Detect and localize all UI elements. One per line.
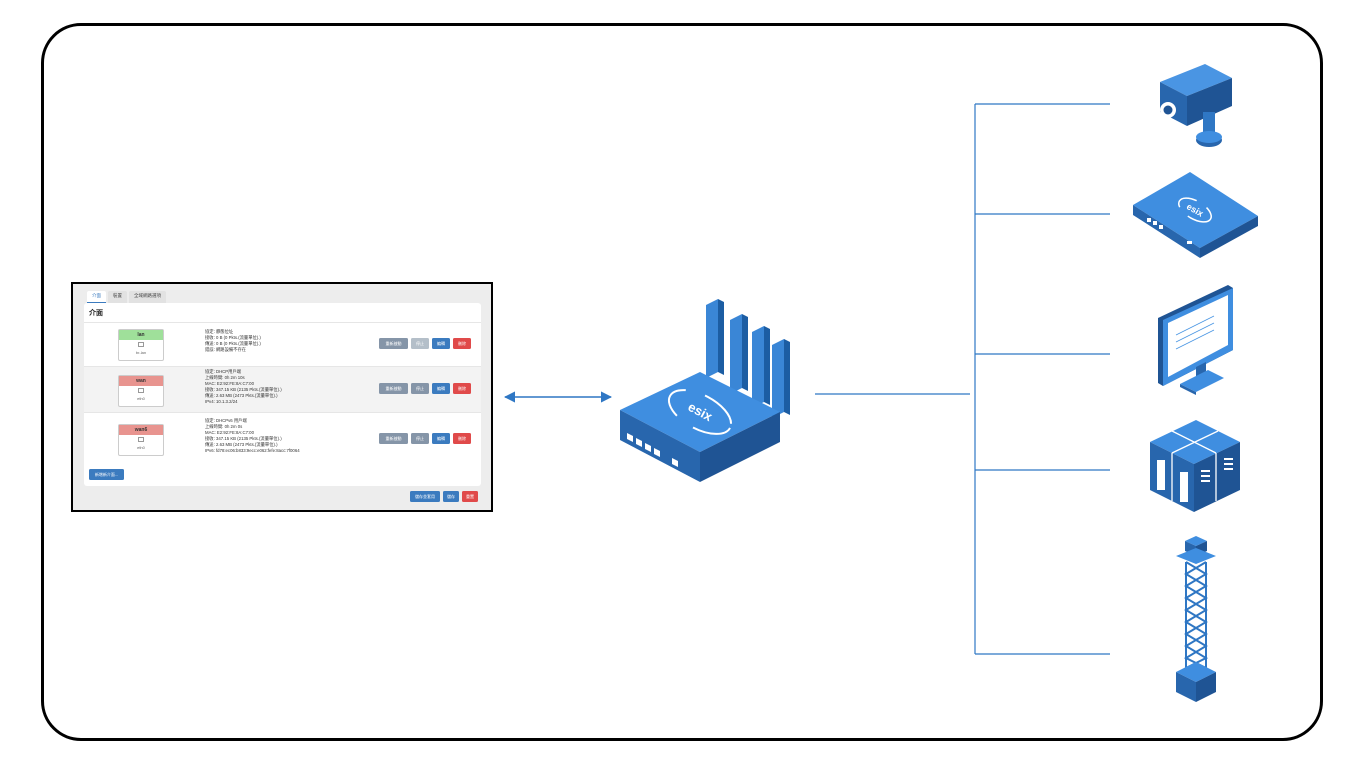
interface-row-lan: lan br-lan 協定: 靜態位址 接收: 0 B (0 Pkts.(流量單… [84,322,481,367]
interface-name: wan [119,376,163,386]
info-line: 上線時間: 0h 2m 10s [205,375,245,380]
interface-badge-lan: lan br-lan [118,329,164,361]
info-line: 傳送: 2.63 MB (2473 Pkts.(流量單位).) [205,442,278,447]
stop-button[interactable]: 停止 [411,433,429,444]
tower-icon [1176,536,1216,702]
interface-row-wan: wan eth0 協定: DHCP用戶端 上線時間: 0h 2m 10s MAC… [84,366,481,413]
info-line: 接收: 347.15 KB (2135 Pkts.(流量單位).) [205,436,282,441]
info-line: 接收: 0 B (0 Pkts.(流量單位).) [205,335,261,340]
delete-button[interactable]: 刪除 [453,338,471,349]
interface-device: eth0 [137,396,145,401]
delete-button[interactable]: 刪除 [453,383,471,394]
info-line: 協定: DHCPv6 用戶端 [205,418,247,423]
info-line: 上線時間: 0h 2m 0s [205,424,243,429]
interface-info: 協定: DHCPv6 用戶端 上線時間: 0h 2m 0s MAC: E2:92… [205,418,300,454]
network-icon [138,342,144,347]
info-line: 協定: DHCP用戶端 [205,369,242,374]
router-ui-screenshot: 介面 裝置 全域網路選項 介面 lan br-lan 協定: 靜態位址 接收: … [71,282,493,512]
section-title: 介面 [89,310,103,317]
info-line: 接收: 347.15 KB (2135 Pkts.(流量單位).) [205,387,282,392]
edit-button[interactable]: 編輯 [432,433,450,444]
set-top-box-icon: esix [1133,172,1258,258]
stop-button[interactable]: 停止 [411,338,429,349]
network-icon [138,388,144,393]
interface-badge-wan6: wan6 eth0 [118,424,164,456]
tab-interfaces[interactable]: 介面 [87,291,106,303]
interface-device: br-lan [135,350,147,355]
network-icon [138,437,144,442]
info-line: IPv4: 10.1.3.2/24 [205,399,238,404]
restart-button[interactable]: 重新啟動 [379,383,408,394]
tab-devices[interactable]: 裝置 [108,291,127,303]
info-line: IPv6: fd78:ec06:b833:9ecc:e062:fefe:8acc… [205,448,300,453]
restart-button[interactable]: 重新啟動 [379,338,408,349]
interface-row-wan6: wan6 eth0 協定: DHCPv6 用戶端 上線時間: 0h 2m 0s … [84,412,481,463]
edit-button[interactable]: 編輯 [432,383,450,394]
stop-button[interactable]: 停止 [411,383,429,394]
tab-global-options[interactable]: 全域網路選項 [129,291,166,303]
info-line: 傳送: 0 B (0 Pkts.(流量單位).) [205,341,261,346]
antenna-icon [706,299,790,418]
interface-tabs: 介面 裝置 全域網路選項 [87,291,166,303]
server-icon [1150,420,1240,512]
reset-button[interactable]: 重置 [462,491,478,502]
monitor-icon [1158,285,1233,395]
info-line: 傳送: 2.63 MB (2473 Pkts.(流量單位).) [205,393,278,398]
delete-button[interactable]: 刪除 [453,433,471,444]
diagram-frame [41,23,1323,741]
router-icon: esix [620,299,790,482]
interface-device: eth0 [137,445,145,450]
interface-name: lan [119,330,163,340]
info-line: 協定: 靜態位址 [205,329,234,334]
device-connectors [815,103,1110,655]
restart-button[interactable]: 重新啟動 [379,433,408,444]
camera-icon [1160,64,1232,147]
info-line: 錯誤: 網路設備不存在 [205,347,247,352]
edit-button[interactable]: 編輯 [432,338,450,349]
interface-badge-wan: wan eth0 [118,375,164,407]
save-apply-button[interactable]: 儲存並套用 [410,491,440,502]
info-line: MAC: E2:92:FE:8A:C7:00 [205,381,254,386]
add-interface-button[interactable]: 新增新介面... [89,469,124,480]
interface-info: 協定: DHCP用戶端 上線時間: 0h 2m 10s MAC: E2:92:F… [205,369,282,405]
interface-info: 協定: 靜態位址 接收: 0 B (0 Pkts.(流量單位).) 傳送: 0 … [205,329,261,353]
interface-name: wan6 [119,425,163,435]
info-line: MAC: E2:92:FE:8A:C7:00 [205,430,254,435]
interfaces-card: 介面 lan br-lan 協定: 靜態位址 接收: 0 B (0 Pkts.(… [84,303,481,486]
save-button[interactable]: 儲存 [443,491,459,502]
